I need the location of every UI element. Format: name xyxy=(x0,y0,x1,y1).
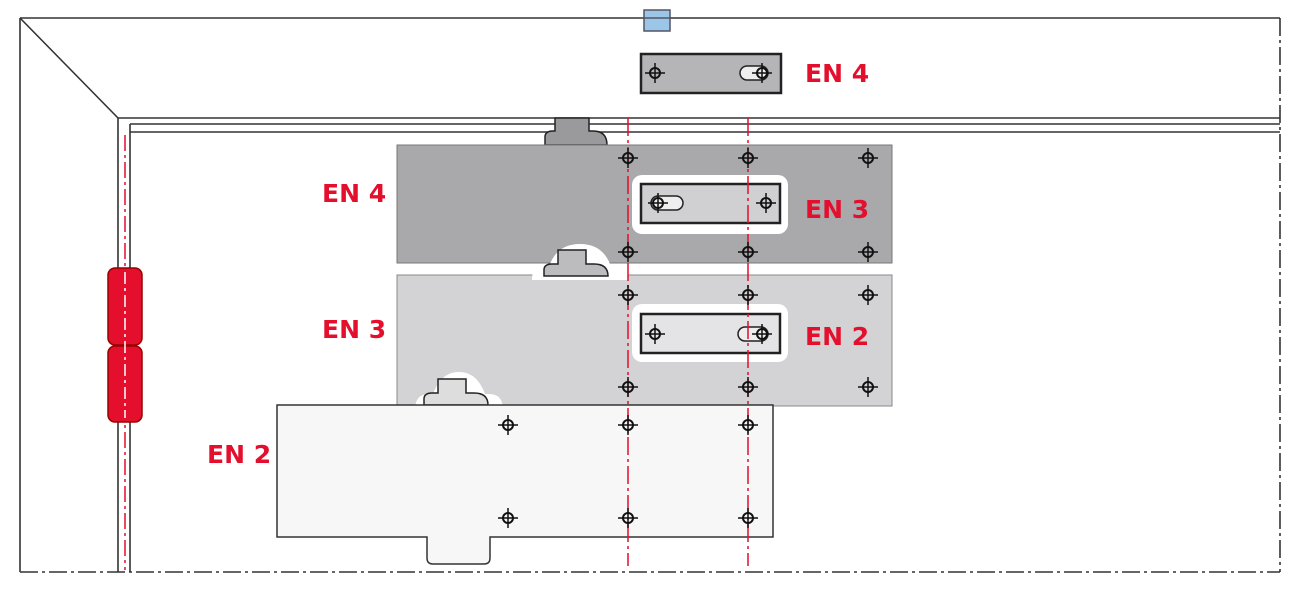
crosshair-hole-icon xyxy=(738,508,758,528)
crosshair-hole-icon xyxy=(618,508,638,528)
crosshair-hole-icon xyxy=(645,63,665,83)
label-plate-en4: EN 4 xyxy=(322,179,386,208)
label-inner-en2: EN 2 xyxy=(805,322,869,351)
mounting-holes xyxy=(498,63,878,528)
plate-en2 xyxy=(276,372,774,565)
label-top-en4: EN 4 xyxy=(805,59,869,88)
crosshair-hole-icon xyxy=(858,242,878,262)
crosshair-hole-icon xyxy=(618,415,638,435)
crosshair-hole-icon xyxy=(498,508,518,528)
label-inner-en3: EN 3 xyxy=(805,195,869,224)
crosshair-hole-icon xyxy=(618,377,638,397)
marker-square xyxy=(643,9,671,32)
crosshair-hole-icon xyxy=(618,242,638,262)
label-plate-en3: EN 3 xyxy=(322,315,386,344)
crosshair-hole-icon xyxy=(752,324,772,344)
crosshair-hole-icon xyxy=(738,377,758,397)
crosshair-hole-icon xyxy=(858,377,878,397)
crosshair-hole-icon xyxy=(498,415,518,435)
crosshair-hole-icon xyxy=(648,193,668,213)
hinge xyxy=(107,135,143,570)
crosshair-hole-icon xyxy=(858,148,878,168)
crosshair-hole-icon xyxy=(738,148,758,168)
crosshair-hole-icon xyxy=(618,148,638,168)
crosshair-hole-icon xyxy=(738,285,758,305)
crosshair-hole-icon xyxy=(738,415,758,435)
plate-en4 xyxy=(396,117,893,264)
label-plate-en2: EN 2 xyxy=(207,440,271,469)
crosshair-hole-icon xyxy=(858,285,878,305)
door-frame xyxy=(19,17,1281,573)
crosshair-hole-icon xyxy=(618,285,638,305)
crosshair-hole-icon xyxy=(645,324,665,344)
hole-axis-lines xyxy=(627,118,749,566)
crosshair-hole-icon xyxy=(738,242,758,262)
crosshair-hole-icon xyxy=(752,63,772,83)
crosshair-hole-icon xyxy=(756,193,776,213)
